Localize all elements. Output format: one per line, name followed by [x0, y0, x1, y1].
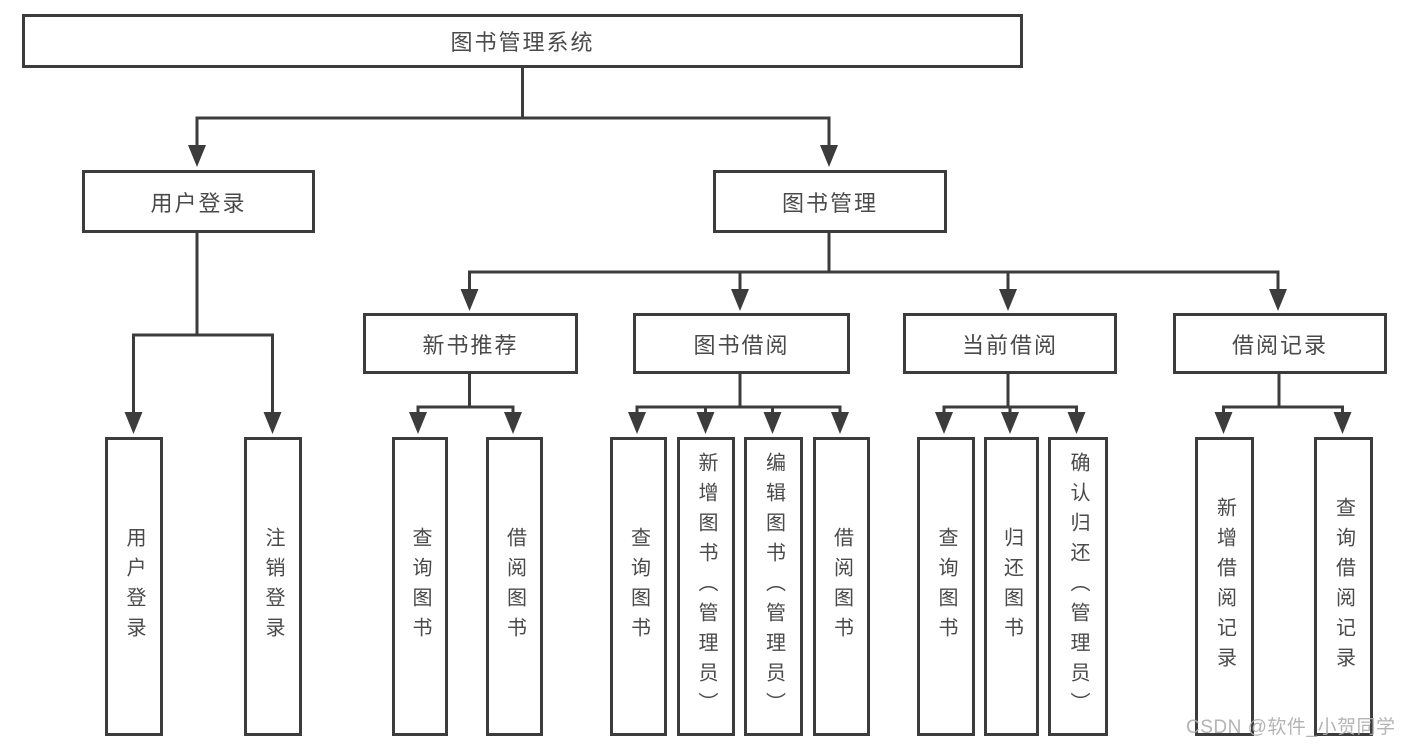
node-current-borrowing-label: 当前借阅 [961, 332, 1058, 358]
node-book-management: 图书管理 [713, 170, 947, 233]
csdn-watermark: CSDN @软件_小贺同学 [1186, 717, 1396, 738]
leaf-query-borrow-record-label: 查询借阅记录 [1332, 496, 1355, 677]
leaf-query-book-current-label: 查询图书 [935, 526, 957, 647]
node-root-label: 图书管理系统 [450, 30, 595, 55]
leaf-borrow-book: 借阅图书 [813, 437, 870, 736]
node-new-book-recommend-label: 新书推荐 [422, 332, 519, 358]
node-borrow-records: 借阅记录 [1173, 313, 1387, 374]
leaf-confirm-return-admin-label: 确认归还（管理员） [1067, 451, 1089, 722]
leaf-query-book-recommend: 查询图书 [392, 437, 448, 736]
leaf-return-book: 归还图书 [984, 437, 1039, 736]
leaf-user-login-label: 用户登录 [123, 526, 145, 647]
leaf-query-borrow-record: 查询借阅记录 [1314, 437, 1373, 736]
node-book-borrowing: 图书借阅 [633, 313, 850, 374]
node-book-borrowing-label: 图书借阅 [693, 332, 790, 358]
leaf-borrow-book-label: 借阅图书 [830, 526, 853, 647]
leaf-add-borrow-record-label: 新增借阅记录 [1213, 496, 1236, 677]
leaf-query-book-current: 查询图书 [917, 437, 975, 736]
node-user-login-label: 用户登录 [150, 190, 247, 216]
leaf-user-login: 用户登录 [105, 437, 163, 736]
node-root: 图书管理系统 [22, 14, 1023, 68]
leaf-logout-label: 注销登录 [262, 526, 284, 647]
leaf-logout: 注销登录 [244, 437, 302, 736]
node-current-borrowing: 当前借阅 [903, 313, 1117, 374]
leaf-borrow-book-recommend-label: 借阅图书 [503, 526, 526, 647]
leaf-edit-book-admin-label: 编辑图书（管理员） [762, 451, 785, 722]
node-book-management-label: 图书管理 [781, 190, 878, 216]
node-borrow-records-label: 借阅记录 [1231, 332, 1328, 358]
leaf-confirm-return-admin: 确认归还（管理员） [1048, 437, 1108, 736]
leaf-borrow-book-recommend: 借阅图书 [486, 437, 543, 736]
node-user-login: 用户登录 [82, 170, 315, 233]
leaf-add-borrow-record: 新增借阅记录 [1195, 437, 1254, 736]
node-new-book-recommend: 新书推荐 [363, 313, 578, 374]
leaf-query-book-recommend-label: 查询图书 [409, 526, 431, 647]
leaf-add-book-admin-label: 新增图书（管理员） [695, 451, 717, 722]
leaf-query-book-borrowing: 查询图书 [610, 437, 667, 736]
leaf-add-book-admin: 新增图书（管理员） [677, 437, 735, 736]
leaf-return-book-label: 归还图书 [1000, 526, 1023, 647]
leaf-edit-book-admin: 编辑图书（管理员） [744, 437, 803, 736]
leaf-query-book-borrowing-label: 查询图书 [627, 526, 650, 647]
